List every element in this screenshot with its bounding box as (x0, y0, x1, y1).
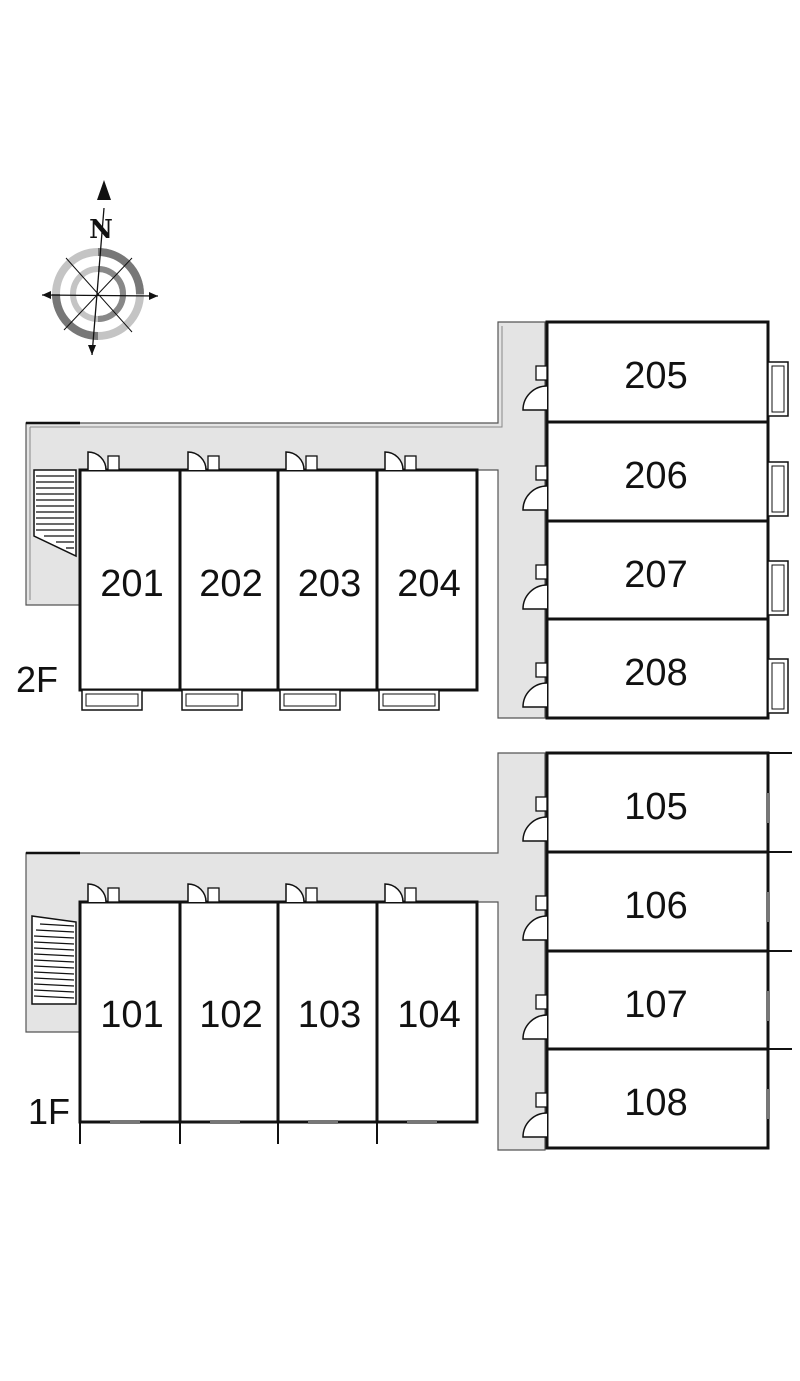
unit-202: 202 (178, 451, 280, 711)
unit-number: 203 (298, 563, 361, 605)
compass-rose-icon (41, 180, 159, 356)
unit-number: 202 (199, 563, 262, 605)
corridor-1f (25, 752, 546, 1151)
unit-107: 107 (522, 949, 792, 1051)
unit-103: 103 (276, 883, 379, 1144)
balcony (181, 689, 243, 711)
door-icon (522, 365, 548, 411)
units-2f-west: 201 202 203 204 (78, 451, 479, 711)
unit-102: 102 (178, 883, 280, 1144)
balcony (378, 689, 440, 711)
stairs-icon (33, 469, 77, 558)
unit-number: 205 (624, 355, 687, 397)
unit-201: 201 (78, 451, 182, 711)
unit-number: 101 (100, 994, 163, 1036)
units-1f-east: 105 106 107 108 (522, 751, 792, 1150)
door-icon (522, 465, 548, 511)
unit-number: 206 (624, 455, 687, 497)
unit-207: 207 (522, 519, 789, 621)
north-label: N (89, 215, 113, 245)
unit-number: 207 (624, 554, 687, 596)
door-icon (522, 994, 548, 1040)
door-icon (522, 662, 548, 708)
door-icon (187, 451, 220, 471)
unit-208: 208 (522, 617, 789, 720)
door-icon (522, 895, 548, 941)
door-icon (384, 451, 417, 471)
floor-label-1f: 1F (28, 1091, 70, 1132)
unit-206: 206 (522, 420, 789, 523)
unit-106: 106 (522, 850, 792, 953)
unit-203: 203 (276, 451, 379, 711)
unit-number: 208 (624, 652, 687, 694)
unit-number: 104 (397, 994, 460, 1036)
unit-number: 107 (624, 984, 687, 1026)
door-icon (87, 883, 120, 903)
unit-number: 103 (298, 994, 361, 1036)
unit-101: 101 (78, 883, 182, 1144)
door-icon (522, 796, 548, 842)
corridor-2f (25, 321, 546, 719)
unit-number: 108 (624, 1082, 687, 1124)
balcony (767, 658, 789, 714)
unit-number: 204 (397, 563, 460, 605)
balcony (279, 689, 341, 711)
unit-number: 106 (624, 885, 687, 927)
unit-204: 204 (375, 451, 479, 711)
stairs-icon (31, 915, 77, 1005)
unit-number: 201 (100, 563, 163, 605)
unit-number: 102 (199, 994, 262, 1036)
floor-label-2f: 2F (16, 659, 58, 700)
unit-105: 105 (522, 751, 792, 854)
door-icon (522, 1092, 548, 1138)
door-icon (285, 451, 318, 471)
unit-205: 205 (522, 320, 789, 424)
balcony (767, 461, 789, 517)
units-1f-west: 101 102 103 104 (78, 883, 479, 1144)
units-2f-east: 205 206 207 208 (522, 320, 789, 720)
balcony (767, 361, 789, 417)
door-icon (187, 883, 220, 903)
balcony (767, 560, 789, 616)
door-icon (522, 564, 548, 610)
unit-104: 104 (375, 883, 479, 1144)
floor-1f: 101 102 103 104 105 106 107 108 1F (25, 751, 792, 1151)
balcony (81, 689, 143, 711)
door-icon (285, 883, 318, 903)
unit-number: 105 (624, 786, 687, 828)
compass: N (41, 180, 159, 356)
door-icon (384, 883, 417, 903)
floor-2f: 201 202 203 204 205 206 207 208 2F (16, 320, 789, 720)
unit-108: 108 (522, 1047, 792, 1150)
door-icon (87, 451, 120, 471)
